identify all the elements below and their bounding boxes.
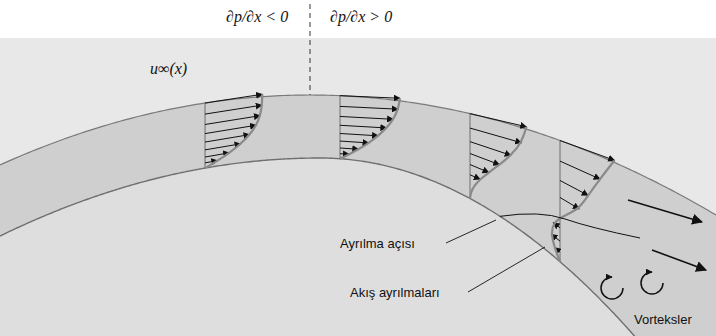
velocity-arrow bbox=[340, 96, 400, 99]
velocity-arrow bbox=[340, 106, 398, 109]
velocity-label: u∞(x) bbox=[150, 60, 187, 78]
profile-base bbox=[560, 141, 561, 262]
velocity-profile bbox=[205, 94, 262, 168]
velocity-arrow bbox=[205, 116, 260, 125]
callout-label: Vorteksler bbox=[634, 312, 692, 328]
separation-streamline bbox=[500, 214, 640, 238]
boundary-layer-edge bbox=[0, 95, 716, 215]
velocity-profile bbox=[551, 141, 614, 262]
profile-curve bbox=[552, 160, 614, 261]
pressure-gradient-label: ∂p/∂x > 0 bbox=[330, 8, 392, 26]
profile-curve bbox=[205, 94, 262, 168]
velocity-arrow bbox=[205, 94, 262, 103]
profile-curve bbox=[470, 127, 526, 199]
velocity-profile bbox=[340, 96, 400, 159]
velocity-arrow bbox=[205, 105, 262, 114]
velocity-arrow bbox=[560, 180, 588, 195]
velocity-arrow bbox=[340, 133, 378, 135]
velocity-arrow bbox=[560, 197, 579, 208]
vortex-symbol bbox=[601, 277, 623, 299]
velocity-arrow bbox=[340, 141, 369, 143]
velocity-arrow bbox=[205, 125, 256, 133]
velocity-arrow bbox=[560, 161, 600, 179]
velocity-arrow bbox=[470, 128, 521, 143]
velocity-arrow bbox=[470, 175, 480, 180]
leader-line bbox=[468, 247, 545, 292]
body-surface bbox=[0, 158, 638, 336]
velocity-arrow bbox=[340, 125, 387, 128]
pressure-gradient-label: ∂p/∂x < 0 bbox=[226, 8, 288, 26]
profile-base bbox=[470, 114, 471, 199]
velocity-arrow bbox=[470, 165, 489, 173]
velocity-arrow bbox=[470, 114, 526, 127]
velocity-profile bbox=[470, 114, 526, 199]
velocity-arrow bbox=[340, 148, 359, 149]
velocity-arrow bbox=[470, 142, 511, 156]
vortex-symbol bbox=[641, 272, 663, 294]
callout-label: Ayrılma açısı bbox=[340, 236, 415, 252]
flow-arrow bbox=[628, 200, 702, 222]
velocity-arrow bbox=[470, 154, 500, 165]
leader-line bbox=[446, 220, 496, 243]
velocity-arrow bbox=[340, 116, 393, 119]
profile-base bbox=[340, 96, 341, 159]
wall-line bbox=[0, 158, 638, 336]
flow-arrow bbox=[652, 250, 706, 270]
profile-base bbox=[205, 103, 206, 168]
pressure-divider bbox=[310, 4, 311, 95]
profile-curve bbox=[340, 98, 400, 158]
callout-label: Akış ayrılmaları bbox=[350, 285, 440, 301]
velocity-arrow bbox=[560, 141, 615, 161]
